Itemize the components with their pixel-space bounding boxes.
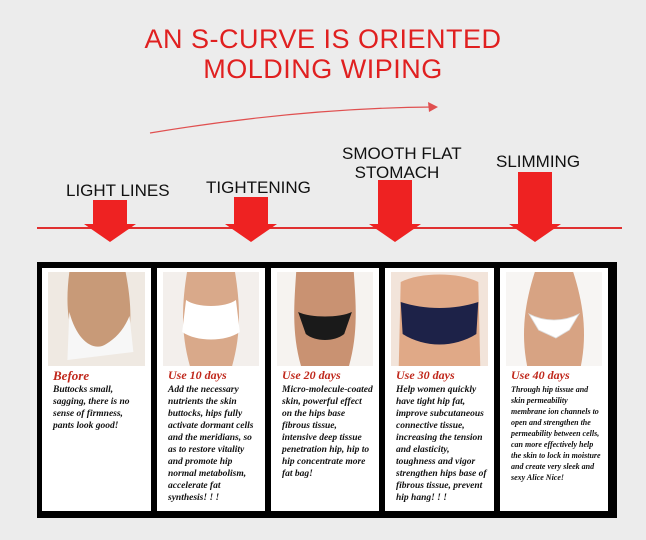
headline-line-1: AN S-CURVE IS ORIENTED: [144, 24, 502, 54]
card-description: Buttocks small, sagging, there is no sen…: [53, 385, 130, 431]
trend-arrow-icon: [149, 106, 435, 134]
card-description: Help women quickly have tight hip fat, i…: [396, 385, 487, 503]
day-20-photo: [277, 272, 373, 366]
stage-label-slimming: SLIMMING: [496, 152, 581, 171]
stage-label-tightening: TIGHTENING: [206, 178, 311, 197]
stage-label-smooth-flat: SMOOTH FLAT STOMACH: [342, 144, 462, 182]
stage-label-line: SMOOTH FLAT: [342, 144, 462, 163]
stage-label-line: STOMACH: [354, 163, 440, 182]
stage-card-before: Before Buttocks small, sagging, there is…: [42, 268, 151, 511]
stage-marker-icon: [509, 172, 561, 242]
headline-line-2: MOLDING WIPING: [203, 54, 443, 84]
stage-card-30-days: Use 30 days Help women quickly have tigh…: [385, 268, 494, 511]
card-title: Use 10 days: [168, 368, 227, 382]
card-title: Use 30 days: [396, 368, 455, 382]
card-title: Use 40 days: [511, 368, 570, 382]
trend-arrowhead-icon: [428, 102, 438, 112]
timeline-graphic: [37, 102, 622, 242]
card-description: Through hip tissue and skin permeability…: [511, 385, 601, 482]
day-40-photo: [506, 272, 602, 366]
card-title: Use 20 days: [282, 368, 341, 382]
before-photo: [48, 272, 145, 366]
day-30-photo: [391, 272, 488, 366]
stage-card-20-days: Use 20 days Micro-molecule-coated skin, …: [271, 268, 379, 511]
card-description: Micro-molecule-coated skin, powerful eff…: [282, 385, 373, 479]
timeline-line: [37, 227, 622, 229]
card-title: Before: [53, 368, 90, 383]
stage-marker-icon: [84, 200, 136, 242]
stage-card-10-days: Use 10 days Add the necessary nutrients …: [157, 268, 265, 511]
card-description: Add the necessary nutrients the skin but…: [168, 385, 254, 503]
stage-card-40-days: Use 40 days Through hip tissue and skin …: [500, 268, 608, 511]
day-10-photo: [163, 272, 259, 366]
stage-marker-icon: [369, 180, 421, 242]
stage-marker-icon: [225, 197, 277, 242]
stage-label-light-lines: LIGHT LINES: [66, 181, 170, 200]
